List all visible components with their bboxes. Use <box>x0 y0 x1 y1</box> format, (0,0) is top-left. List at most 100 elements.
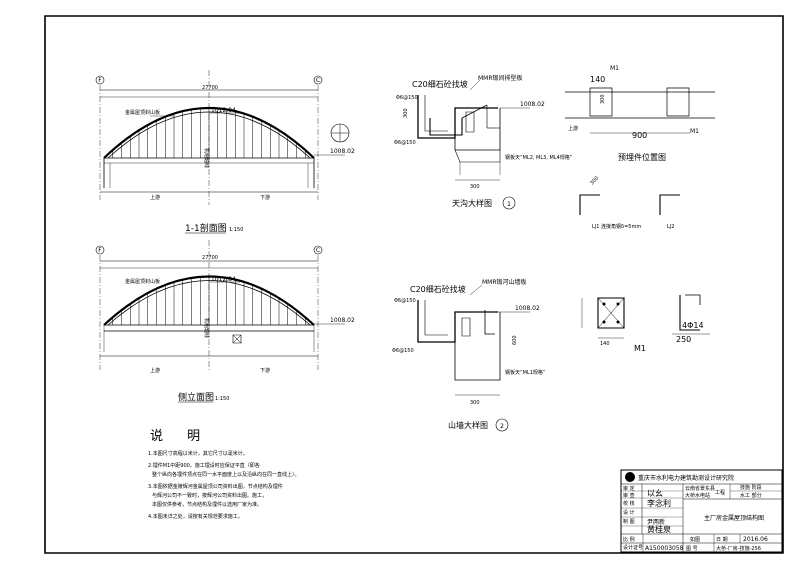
lj2-label: LJ2 <box>667 224 674 230</box>
elevation-view: F C 27700 金属屋顶封山板 1012.84 1008.02 机组轴线 上… <box>96 240 355 403</box>
role-design: 设 计 <box>623 509 635 516</box>
embed-m1-right: M1 <box>690 128 699 135</box>
axis-label-f: F <box>98 77 102 84</box>
note-line-4: 3.本图依据金陵辉河金属屋顶公司资料出图，节点结构及埋件 <box>148 483 283 490</box>
gable-dim-vert: 600 <box>512 335 518 345</box>
note-line-2: 2.埋件M1中距900，施工埋设时应保证平直（即各 <box>148 462 260 469</box>
elev-axis-label-f: F <box>98 247 102 254</box>
note-line-5: 与辉河公司不一致时，按辉河公司资料出图。施工， <box>152 492 267 499</box>
lj-dim: 300 <box>589 175 600 186</box>
upstream-label: 上游 <box>150 194 160 201</box>
gutter-detail: C20细石砼找坡 MMR锻间排型板 Φ6@150 Φ6@150 1008.02 … <box>394 74 573 209</box>
m1-label: M1 <box>634 344 646 353</box>
project-line-2: 大桥水电站 <box>685 492 710 499</box>
note-line-3: 整个纵向各埋件顶点在同一水平面度上以及沿纵向在同一直线上）。 <box>152 471 300 478</box>
sheet-border <box>45 16 783 553</box>
embed-title: 预埋件位置图 <box>618 152 666 162</box>
gutter-dim-width: 300 <box>470 184 480 190</box>
gable-c20-label: C20细石砼找坡 <box>410 284 466 294</box>
m1-embed-detail: 140 4Φ14 250 M1 <box>582 295 710 353</box>
gable-detail: C20细石砼找坡 MMR锻河山墙板 Φ6@150 Φ6@150 1008.02 … <box>392 278 546 431</box>
embed-dim-vert: 300 <box>600 94 606 104</box>
embed-up-label: 上游 <box>568 125 578 132</box>
gutter-rebar-top: Φ6@150 <box>396 95 418 101</box>
downstream-label: 下游 <box>260 194 270 201</box>
embed-position-plan: 140 M1 300 上游 900 M1 预埋件位置图 300 LJ1 连接角钢… <box>565 65 715 230</box>
cert-number: A150003058 <box>645 545 684 552</box>
title-block: 重庆市水利电力建筑勘测设计研究院 云南省景东县 大桥水电站 工程 技施 阶段 水… <box>621 470 782 552</box>
elev-span-dimension: 27700 <box>202 255 218 261</box>
m1-dim-250: 250 <box>676 335 691 344</box>
axis-bubble-f <box>96 76 104 84</box>
design-notes: 说 明 1.本图尺寸高程以米计，其它尺寸以毫米计。 2.埋件M1中距900，施工… <box>148 429 300 520</box>
elev-downstream-label: 下游 <box>260 367 270 374</box>
elev-top-elevation: 1012.84 <box>211 276 236 283</box>
gable-mmr-label: MMR锻河山墙板 <box>482 278 527 286</box>
design-dept: 水工 部分 <box>740 492 762 499</box>
note-line-6: 本图仅供参考，节点结构及埋件以选用厂家为准。 <box>152 501 262 508</box>
elevation-scale: 1:150 <box>215 396 229 402</box>
project-stage: 工程 <box>715 489 725 496</box>
elevation-title: 侧立面图 <box>178 391 214 403</box>
signature-4: 黄桂泉 <box>647 524 671 534</box>
embed-dim-140: 140 <box>590 75 605 84</box>
gutter-rebar-bottom: Φ6@150 <box>394 140 416 146</box>
section-view: F C 27700 金属屋顶封山板 1012.84 1008.02 机组轴线 上… <box>96 70 355 234</box>
role-check: 校 核 <box>623 500 635 507</box>
gutter-c20-label: C20细石砼找坡 <box>412 79 468 89</box>
section-title: 1-1剖面图 <box>185 222 227 234</box>
roof-board-label: 金属屋顶封山板 <box>125 109 160 116</box>
gutter-steel-note: 钢板天“ML2, ML3, ML4规格” <box>505 154 573 161</box>
embed-m1-top: M1 <box>610 65 619 72</box>
project-line-1: 云南省景东县 <box>685 485 715 492</box>
gable-steel-note: 钢板天“ML1规格” <box>505 369 546 376</box>
gable-title: 山墙大样图 <box>448 420 488 430</box>
axis-label-c: C <box>316 77 320 84</box>
elev-upstream-label: 上游 <box>150 367 160 374</box>
date-value: 2016.06 <box>743 536 768 543</box>
drawing-name: 主厂房金属屋顶结构图 <box>704 514 764 522</box>
gutter-dim-vert: 300 <box>403 108 409 118</box>
elev-eave-elevation: 1008.02 <box>330 317 355 324</box>
m1-bar-label: 4Φ14 <box>682 321 704 330</box>
role-approve: 审 定 <box>623 485 635 492</box>
gutter-elevation: 1008.02 <box>520 101 545 108</box>
embed-dim-900: 900 <box>632 131 647 140</box>
notes-heading: 说 明 <box>150 429 210 444</box>
date-label: 日 期 <box>716 537 728 543</box>
scale-value: 如图 <box>690 536 700 543</box>
gutter-title: 天沟大样图 <box>452 198 492 208</box>
gable-elevation: 1008.02 <box>515 305 540 312</box>
axis-bubble-c <box>314 76 322 84</box>
gutter-mmr-label: MMR锻间排型板 <box>478 74 523 82</box>
gable-rebar-top: Φ6@150 <box>394 298 416 304</box>
elev-roof-board-label: 金属屋顶封山板 <box>125 278 160 285</box>
gable-rebar-bottom: Φ6@150 <box>392 348 414 354</box>
eave-elevation: 1008.02 <box>330 148 355 155</box>
note-line-7: 4.本图未详之处，请按有关规范要求施工。 <box>148 513 243 520</box>
drawing-no-label: 图 号 <box>686 546 698 552</box>
institute-logo <box>625 472 635 482</box>
m1-dim-140: 140 <box>600 341 610 347</box>
signature-2: 李念利 <box>647 498 671 508</box>
scale-label: 比 例 <box>623 536 635 543</box>
section-scale: 1:150 <box>229 227 243 233</box>
design-stage: 技施 阶段 <box>740 484 762 491</box>
elev-axis-line-label: 机组轴线 <box>203 318 210 338</box>
gutter-number: 1 <box>507 201 511 208</box>
signature-1: 以幺 <box>647 488 663 498</box>
signature-3: 尹两新 <box>647 518 665 526</box>
top-elevation: 1012.84 <box>211 107 236 114</box>
note-line-1: 1.本图尺寸高程以米计，其它尺寸以毫米计。 <box>148 450 248 457</box>
gable-number: 2 <box>500 423 504 430</box>
role-draft: 制 图 <box>623 518 635 525</box>
lj1-note: LJ1 连接角钢δ=5mm <box>592 223 641 230</box>
institute-name: 重庆市水利电力建筑勘测设计研究院 <box>638 474 734 482</box>
axis-line-label: 机组轴线 <box>203 148 210 168</box>
gable-dim-width: 300 <box>470 400 480 406</box>
elev-axis-label-c: C <box>316 247 320 254</box>
drawing-number: 大桥-厂房-技施-256 <box>716 545 761 552</box>
role-review: 审 查 <box>623 492 635 499</box>
